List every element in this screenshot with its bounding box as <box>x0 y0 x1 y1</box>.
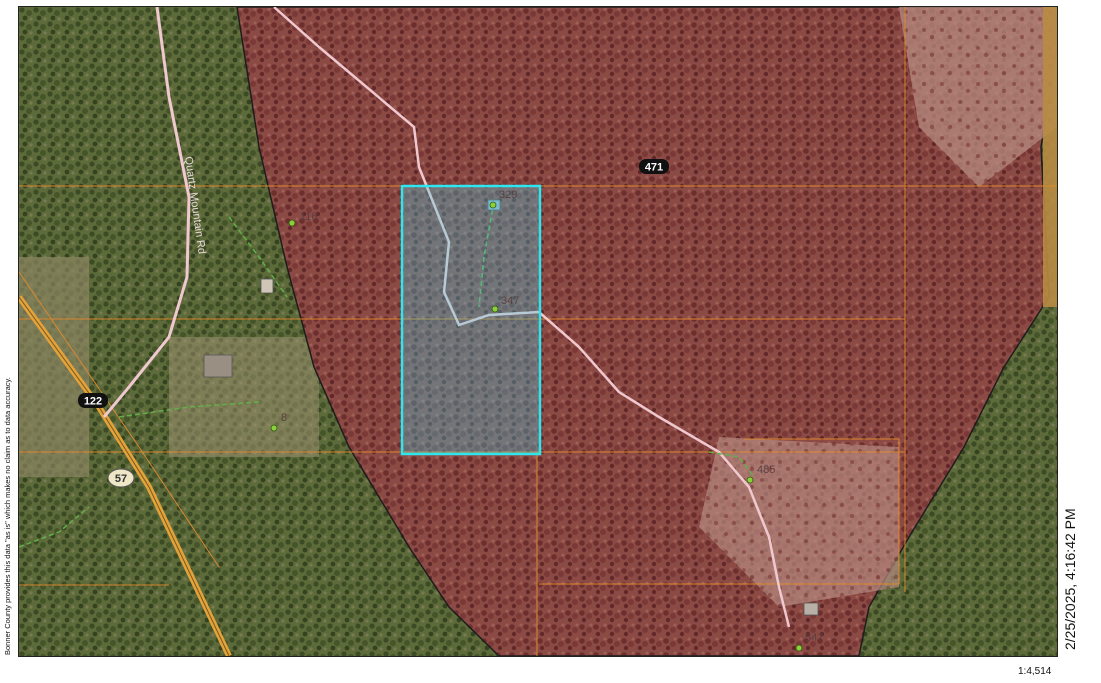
map-canvas[interactable]: Quartz Mountain Rd 116 329 347 <box>19 7 1057 656</box>
structure-icon <box>260 278 274 294</box>
route-marker-471[interactable]: 471 <box>639 159 669 174</box>
route-label: 122 <box>84 396 102 408</box>
address-label: 329 <box>499 189 517 201</box>
address-label: 8 <box>281 412 287 424</box>
address-label: 116 <box>300 211 318 223</box>
structure-icon <box>803 602 819 616</box>
address-point-icon <box>795 644 803 652</box>
route-marker-122[interactable]: 122 <box>78 393 108 408</box>
data-disclaimer: Bonner County provides this data "as is"… <box>3 377 12 655</box>
address-116[interactable]: 116 <box>288 211 318 227</box>
map-scale: 1:4,514 <box>1018 666 1052 677</box>
route-label: 57 <box>115 473 127 485</box>
route-label: 471 <box>645 162 663 174</box>
address-label: 347 <box>501 295 519 307</box>
address-8[interactable]: 8 <box>270 412 287 432</box>
address-point-icon <box>270 424 278 432</box>
route-marker-57[interactable]: 57 <box>107 468 135 488</box>
map-frame[interactable]: Quartz Mountain Rd 116 329 347 <box>18 6 1058 657</box>
address-485[interactable]: 485 <box>746 464 775 484</box>
address-label: 485 <box>757 464 775 476</box>
selected-parcel[interactable] <box>400 184 542 456</box>
address-point-icon <box>746 476 754 484</box>
quartz-mountain-rd <box>102 7 191 418</box>
field-clearing <box>19 257 89 477</box>
print-timestamp: 2/25/2025, 4:16:42 PM <box>1062 508 1078 650</box>
field-east <box>1043 7 1057 307</box>
address-label: 547 <box>805 632 823 644</box>
parcel-lines <box>19 7 1057 656</box>
address-point-icon <box>489 201 497 209</box>
address-329[interactable]: 329 <box>489 189 517 209</box>
address-point-icon <box>491 305 499 313</box>
address-point-icon <box>288 219 296 227</box>
address-547[interactable]: 547 <box>795 632 823 652</box>
address-347[interactable]: 347 <box>491 295 519 313</box>
cleared-area-ne <box>899 7 1057 187</box>
clearing-west <box>169 337 319 457</box>
driveways <box>19 201 755 548</box>
structure-icon <box>203 354 233 378</box>
